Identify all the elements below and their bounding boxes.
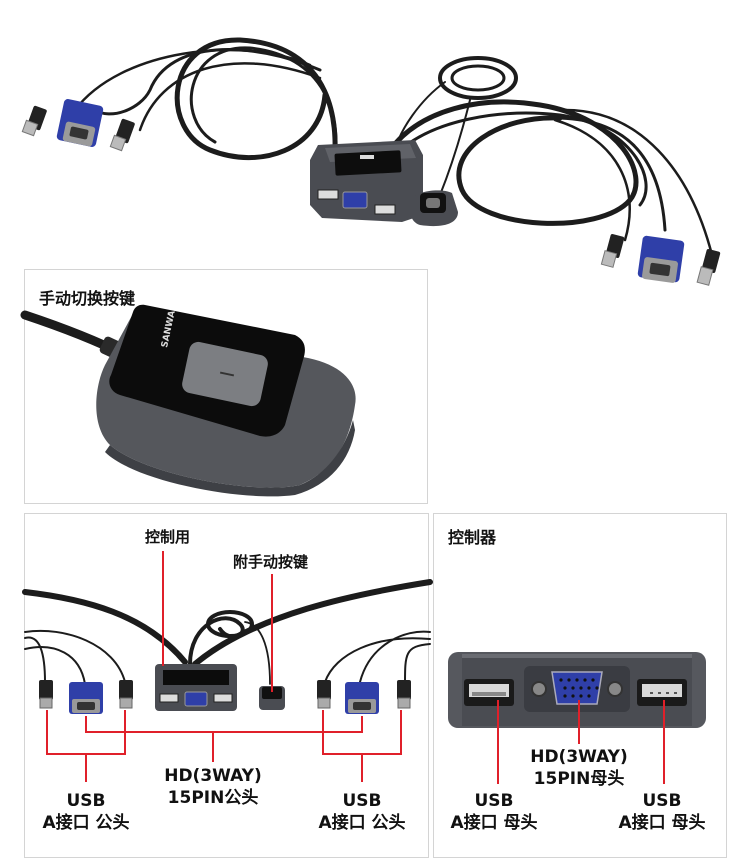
left-vga-plug bbox=[56, 99, 104, 147]
callout-lines bbox=[497, 700, 665, 784]
button-cable-coil bbox=[438, 56, 518, 100]
left-usb-plug-2 bbox=[119, 680, 133, 709]
left-usb-plug-2 bbox=[109, 118, 135, 152]
label-usb-right-line1: USB bbox=[342, 791, 382, 811]
kvm-controller-box bbox=[310, 140, 423, 222]
controller-front-illustration bbox=[448, 652, 706, 784]
left-usb-cable-1 bbox=[73, 48, 312, 112]
right-vga-plug bbox=[637, 235, 685, 283]
vga-port bbox=[524, 666, 630, 712]
label-hd-line1: HD(3WAY) bbox=[530, 747, 628, 767]
remote-switch-button bbox=[410, 190, 458, 227]
label-hd: HD(3WAY) 15PIN母头 bbox=[514, 746, 644, 790]
label-hd-line1: HD(3WAY) bbox=[164, 766, 262, 786]
callout-hd bbox=[85, 716, 363, 733]
label-hd-line2: 15PIN母头 bbox=[533, 769, 625, 789]
switch-button-illustration: SANWA bbox=[20, 304, 356, 497]
right-vga-plug bbox=[345, 682, 379, 714]
usb-port-right bbox=[637, 679, 687, 706]
label-usb-left: USB A接口 公头 bbox=[26, 790, 146, 834]
usb-port-left bbox=[464, 679, 514, 706]
label-usb-right-line2: A接口 公头 bbox=[318, 813, 406, 833]
panel-title: 控制器 bbox=[448, 528, 497, 547]
panel-title: 手动切换按键 bbox=[39, 289, 136, 308]
label-usb-left: USB A接口 母头 bbox=[434, 790, 554, 834]
right-usb-plug-1 bbox=[317, 680, 331, 709]
right-usb-plug-1 bbox=[600, 234, 625, 268]
label-usb-right: USB A接口 母头 bbox=[602, 790, 722, 834]
label-usb-left-line2: A接口 公头 bbox=[42, 813, 130, 833]
label-hd: HD(3WAY) 15PIN公头 bbox=[153, 765, 273, 809]
label-usb-right-line1: USB bbox=[642, 791, 682, 811]
left-vga-plug bbox=[69, 682, 103, 714]
hero-product-image bbox=[0, 0, 750, 286]
right-usb-cable-2 bbox=[553, 118, 631, 242]
callout-lines bbox=[46, 551, 402, 782]
right-usb-plug-2 bbox=[397, 680, 411, 709]
left-usb-cable-2 bbox=[138, 62, 322, 132]
cable-diagram bbox=[22, 551, 433, 782]
right-usb-plug-2 bbox=[696, 249, 721, 286]
panel-cables: 控制用 附手动按键 HD(3WAY) 15PIN公头 USB A接口 公头 US… bbox=[22, 513, 433, 858]
right-vga-cable bbox=[558, 116, 667, 232]
label-usb-left-line1: USB bbox=[474, 791, 514, 811]
kvm-switch-illustration bbox=[21, 37, 721, 286]
right-usb-cable-1 bbox=[563, 108, 714, 257]
label-usb-right: USB A接口 公头 bbox=[302, 790, 422, 834]
label-button: 附手动按键 bbox=[233, 553, 309, 571]
label-usb-left-line1: USB bbox=[66, 791, 106, 811]
label-control: 控制用 bbox=[145, 528, 191, 546]
panel-controller: 控制器 bbox=[433, 513, 727, 858]
panel-switch-button: 手动切换按键 SANWA bbox=[20, 269, 428, 504]
kvm-controller-box bbox=[155, 664, 237, 711]
remote-switch-button bbox=[259, 686, 285, 710]
button-cable bbox=[439, 99, 471, 196]
left-usb-plug-1 bbox=[39, 680, 53, 709]
label-hd-line2: 15PIN公头 bbox=[167, 788, 259, 808]
left-usb-plug-1 bbox=[21, 105, 47, 137]
label-usb-left-line2: A接口 母头 bbox=[450, 813, 538, 833]
label-usb-right-line2: A接口 母头 bbox=[618, 813, 706, 833]
